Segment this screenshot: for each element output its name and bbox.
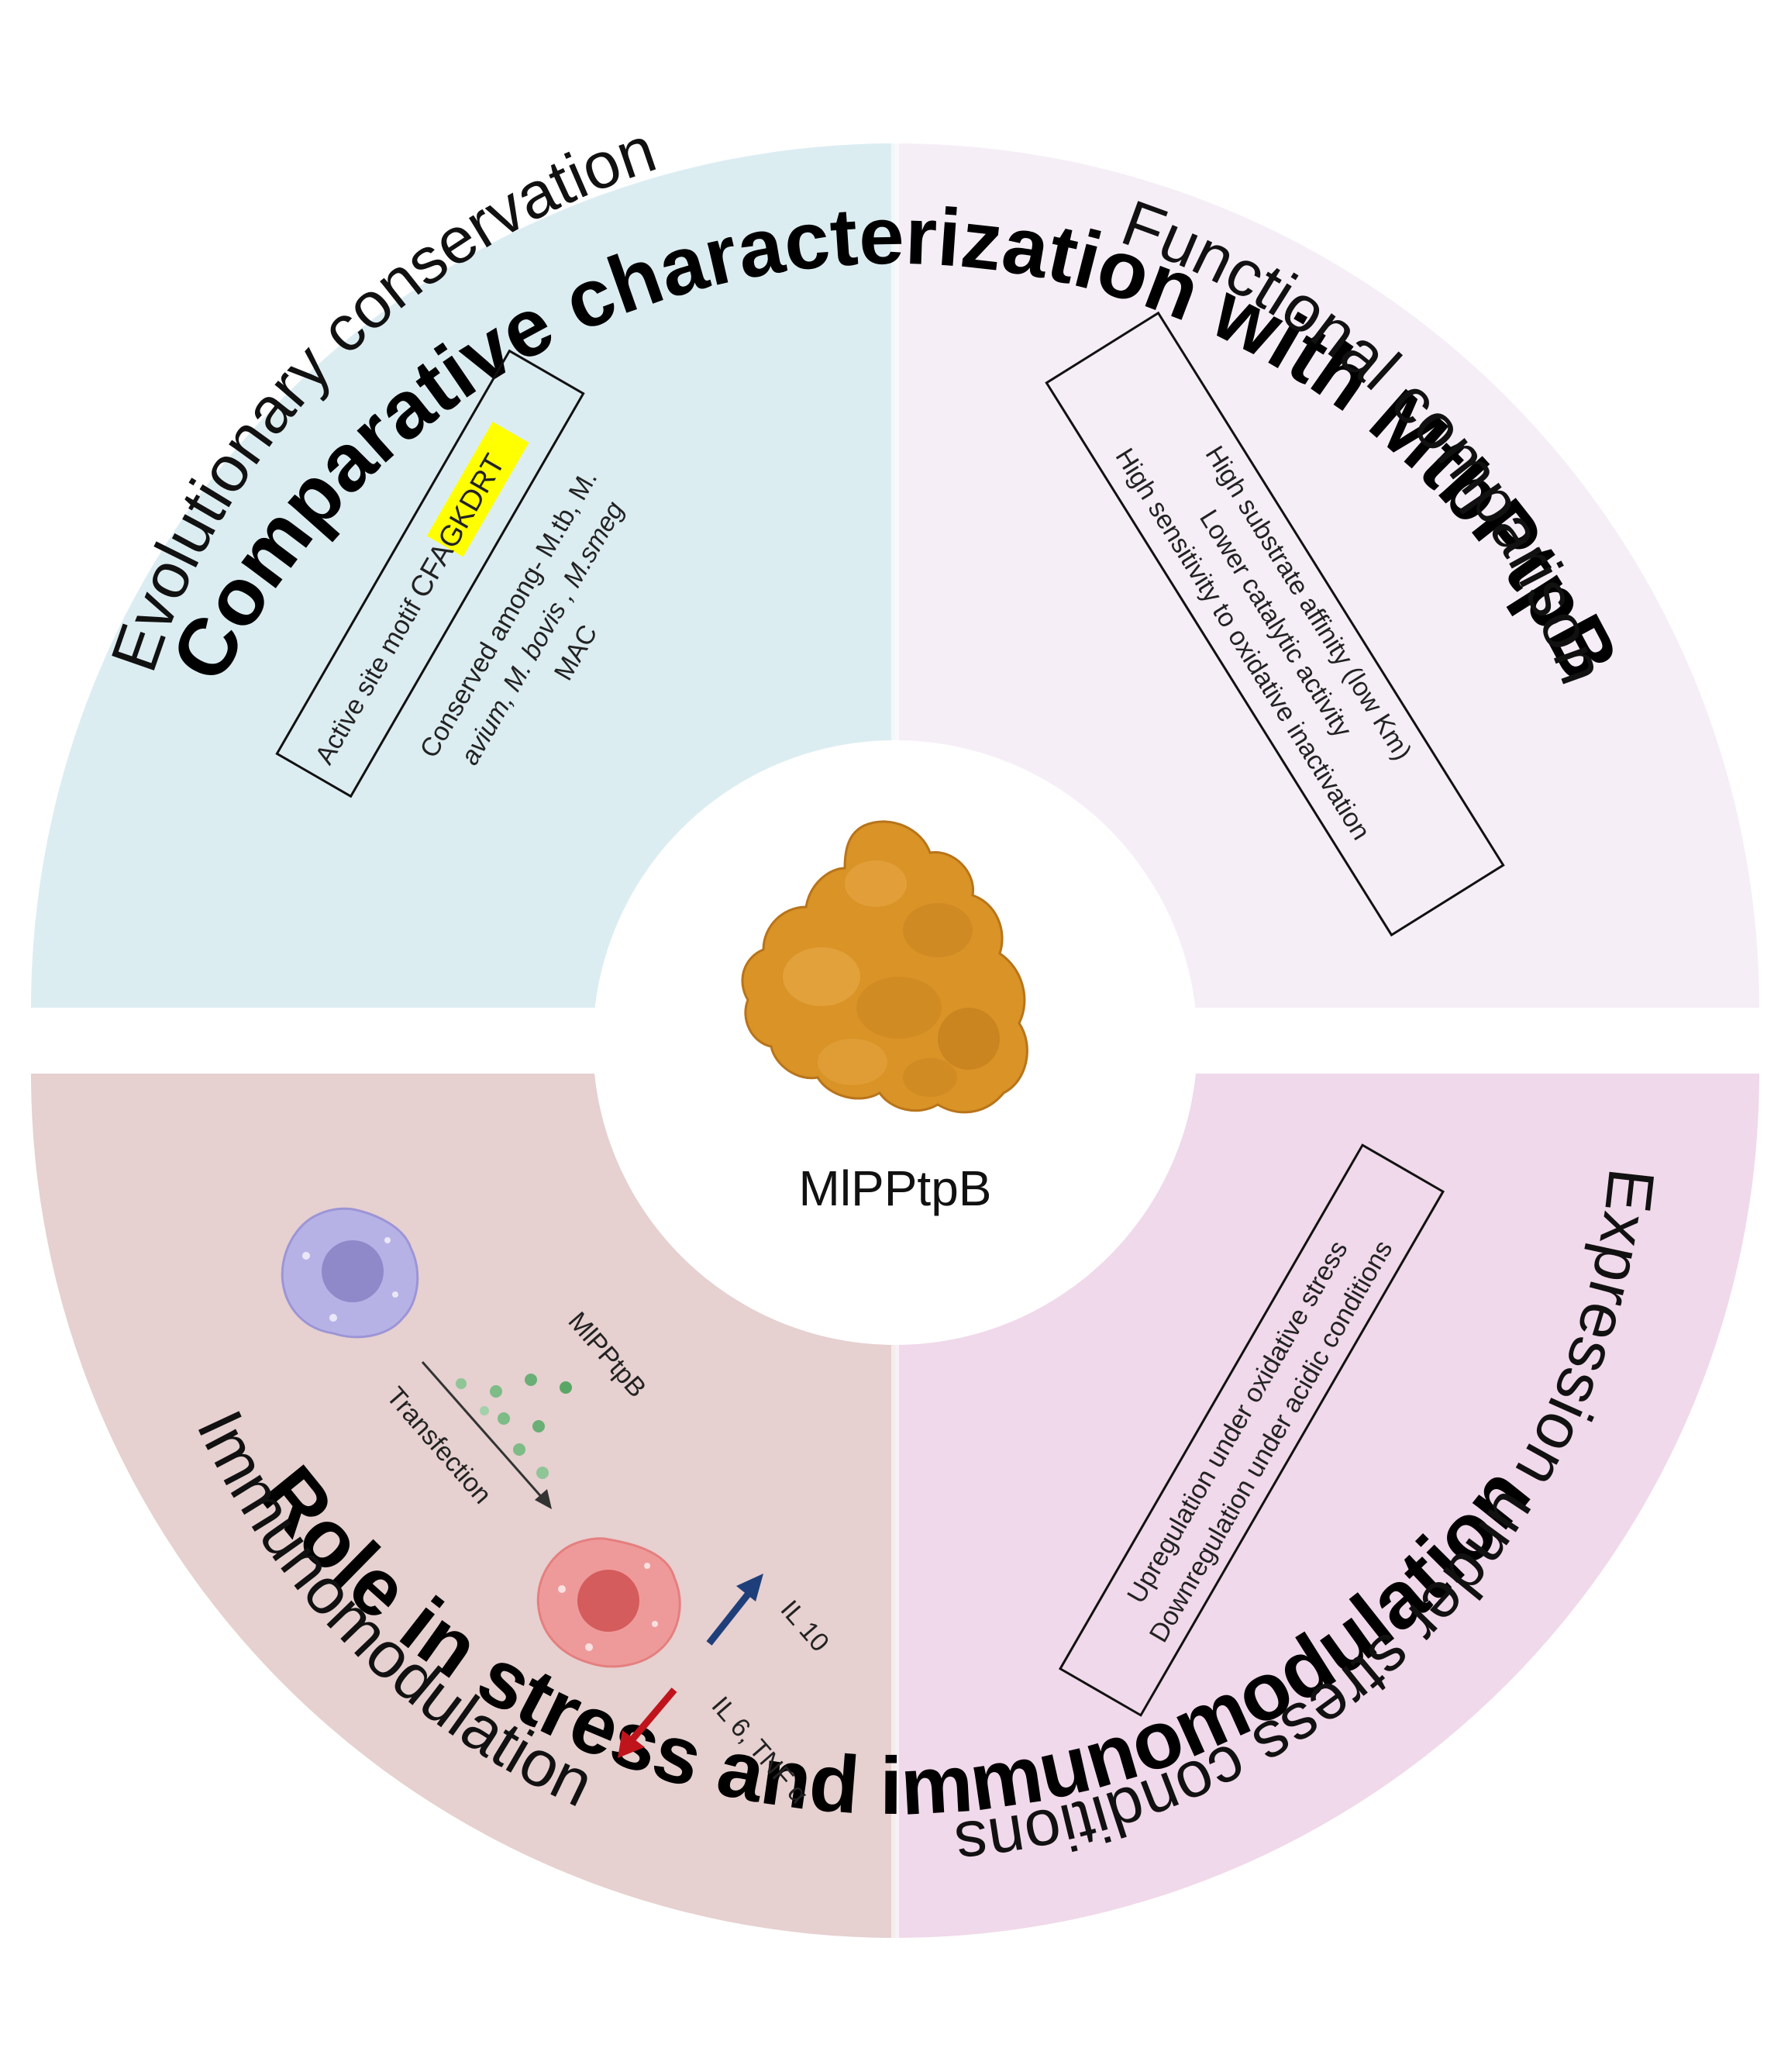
il6-tnf-down-arrow	[618, 1688, 677, 1758]
quadrant-expression-bg	[895, 1074, 1759, 1938]
center-label: MlPPtpB	[799, 1160, 992, 1216]
quadrant-immunomodulation-bg	[31, 1074, 895, 1938]
il10-up-arrow	[706, 1574, 763, 1646]
macrophage-resting-icon	[281, 1207, 419, 1339]
transfection-arrow	[421, 1361, 552, 1509]
protein-particles	[456, 1374, 572, 1479]
macrophage-activated-icon	[536, 1537, 681, 1668]
motif-highlight	[426, 422, 529, 557]
protein-structure-icon	[741, 820, 1028, 1114]
quadrant-evolutionary-bg	[31, 143, 895, 1008]
quadrant-functional-bg	[895, 143, 1759, 1008]
